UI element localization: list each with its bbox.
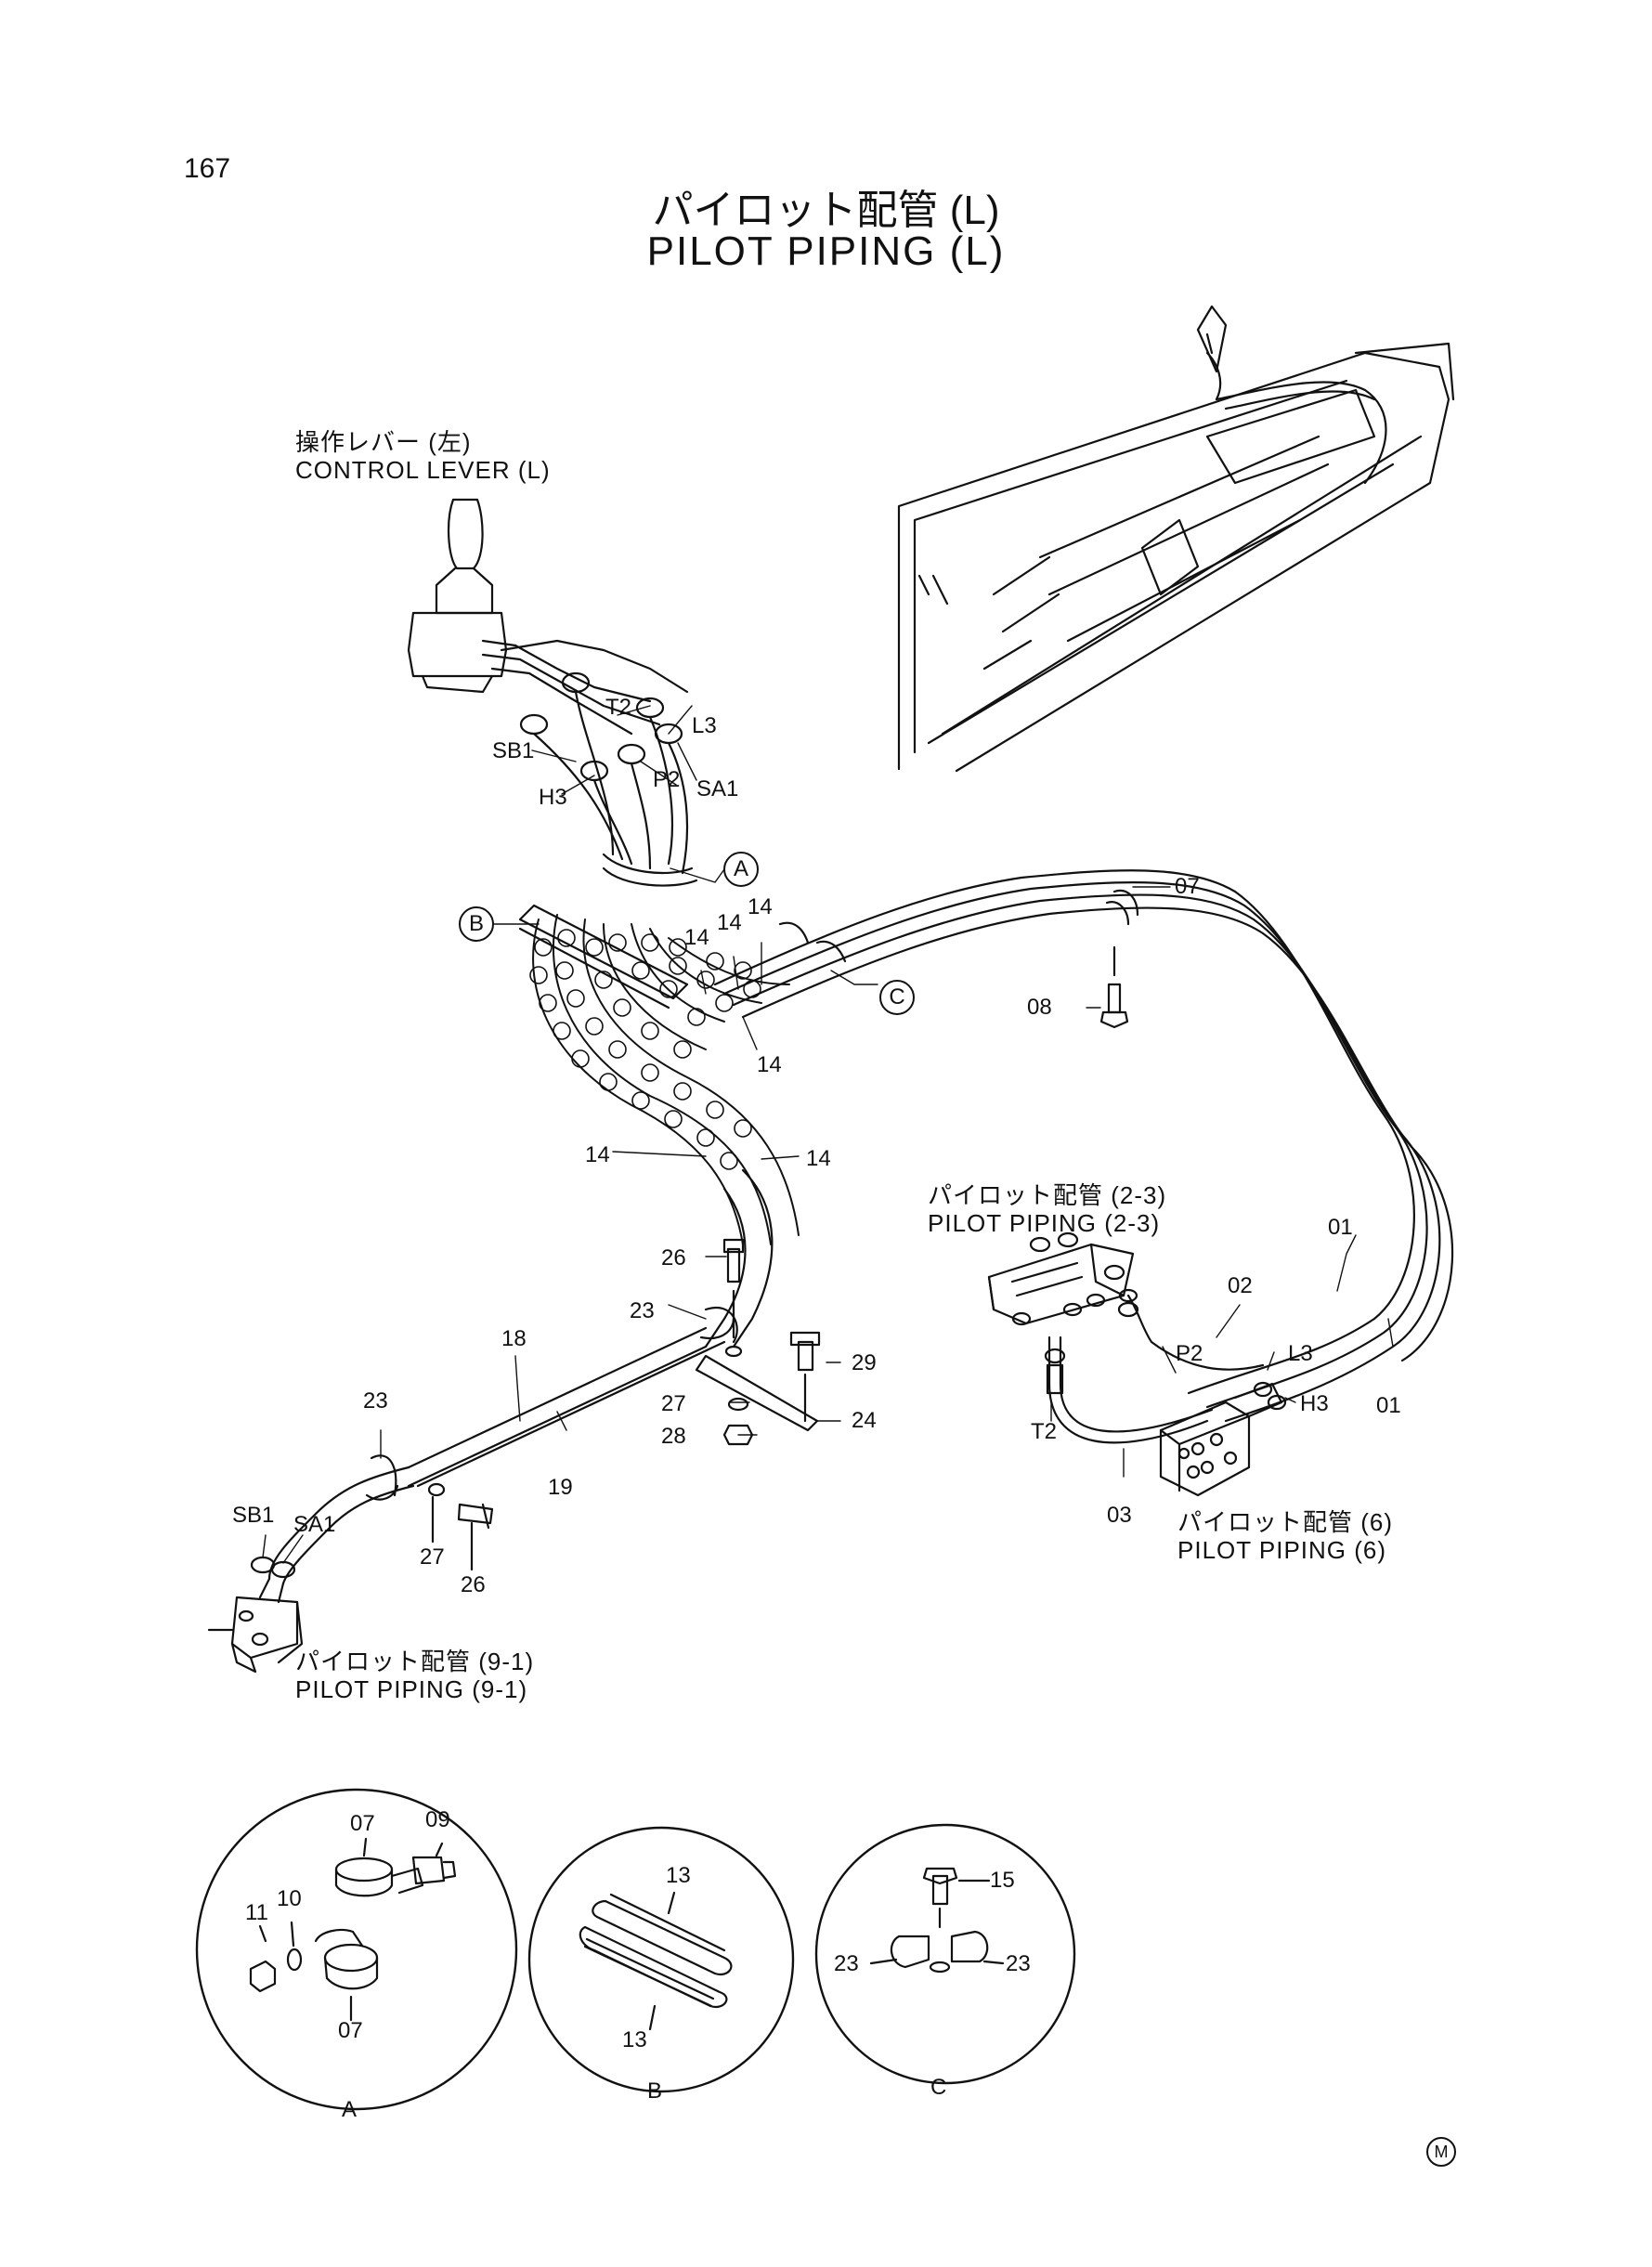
pilot-piping-2-3-caption: パイロット配管 (2-3) PILOT PIPING (2-3)	[928, 1181, 1167, 1238]
detail-a-label: A	[342, 2097, 358, 2122]
part-14-c: 14	[748, 894, 773, 919]
part-23-a: 23	[630, 1298, 655, 1323]
pilot-piping-6-drawing	[1159, 1381, 1287, 1497]
detail-c-part-15: 15	[990, 1868, 1015, 1893]
port-label-h3: H3	[539, 785, 567, 810]
control-lever-drawing	[407, 498, 689, 736]
part-27-b: 27	[420, 1544, 445, 1570]
pilot-piping-9-1-caption-jp: パイロット配管 (9-1)	[295, 1648, 535, 1675]
detail-a-part-09: 09	[425, 1807, 450, 1832]
part-08: 08	[1027, 995, 1052, 1020]
plate-b	[518, 904, 689, 1010]
part-26-b: 26	[461, 1572, 486, 1597]
callout-b: B	[459, 906, 494, 942]
part-14-a: 14	[684, 925, 709, 950]
pilot-piping-2-3-drawing	[987, 1231, 1138, 1326]
part-29: 29	[852, 1350, 877, 1375]
lever-hose-bundle	[532, 690, 689, 875]
port-label-p2: P2	[653, 767, 681, 792]
bolt-08-and-clamp-07	[1099, 945, 1129, 1029]
part-19: 19	[548, 1475, 573, 1500]
leader-lines	[262, 705, 1394, 1564]
part-14-e: 14	[585, 1142, 610, 1167]
control-lever-caption: 操作レバー (左) CONTROL LEVER (L)	[295, 428, 551, 485]
detail-c-drawing	[869, 1867, 1005, 1974]
protector-beads	[529, 929, 761, 1170]
detail-circles	[195, 1788, 1076, 2111]
part-01-a: 01	[1328, 1215, 1353, 1240]
part-28: 28	[661, 1424, 686, 1449]
valve-hoses	[1044, 1294, 1265, 1444]
part-14-f: 14	[806, 1146, 831, 1171]
port-label-p2-valve: P2	[1176, 1341, 1203, 1366]
pilot-piping-6-caption: パイロット配管 (6) PILOT PIPING (6)	[1177, 1508, 1394, 1565]
detail-c-label: C	[930, 2075, 947, 2100]
pilot-piping-9-1-caption-en: PILOT PIPING (9-1)	[295, 1674, 528, 1703]
detail-a-part-11: 11	[245, 1900, 268, 1925]
corner-mark: M	[1426, 2137, 1456, 2167]
detail-a-part-10: 10	[277, 1886, 302, 1911]
part-03: 03	[1107, 1503, 1132, 1528]
part-07: 07	[1175, 874, 1200, 899]
port-label-sb1-bottom: SB1	[232, 1503, 275, 1528]
port-label-l3-valve: L3	[1288, 1341, 1313, 1366]
pipes-18-19	[267, 1326, 726, 1585]
detail-b-label: B	[647, 2078, 663, 2104]
port-label-t2-valve: T2	[1031, 1419, 1058, 1444]
page-number: 167	[184, 153, 231, 184]
callout-a: A	[723, 852, 759, 887]
detail-a-part-07-top: 07	[350, 1811, 375, 1836]
port-label-l3: L3	[692, 713, 717, 738]
title-japanese: パイロット配管 (L)	[652, 188, 1000, 233]
pilot-piping-6-caption-en: PILOT PIPING (6)	[1177, 1535, 1387, 1564]
part-23-b: 23	[363, 1388, 388, 1414]
pilot-piping-9-1-caption: パイロット配管 (9-1) PILOT PIPING (9-1)	[295, 1648, 534, 1704]
pilot-piping-2-3-caption-jp: パイロット配管 (2-3)	[928, 1181, 1167, 1209]
clamp-23-and-plate-24	[695, 1238, 821, 1446]
port-label-sa1-bottom: SA1	[293, 1512, 336, 1537]
pilot-piping-6-caption-jp: パイロット配管 (6)	[1177, 1508, 1394, 1536]
control-lever-caption-jp: 操作レバー (左)	[295, 428, 472, 456]
detail-b-drawing	[579, 1891, 733, 2031]
port-label-h3-valve: H3	[1300, 1391, 1329, 1416]
part-01-b: 01	[1376, 1393, 1401, 1418]
machine-overview-drawing	[897, 305, 1455, 773]
main-pipes	[713, 869, 1454, 1423]
callout-c: C	[879, 980, 915, 1015]
detail-c-part-23-left: 23	[834, 1951, 859, 1976]
detail-a-part-07-bottom: 07	[338, 2018, 363, 2043]
part-14-b: 14	[717, 910, 742, 935]
pilot-piping-2-3-caption-en: PILOT PIPING (2-3)	[928, 1208, 1161, 1237]
detail-b-part-13-bottom: 13	[622, 2027, 647, 2052]
port-label-sb1: SB1	[492, 738, 535, 763]
control-lever-caption-en: CONTROL LEVER (L)	[295, 455, 551, 484]
detail-b-part-13-top: 13	[666, 1863, 691, 1888]
part-27-a: 27	[661, 1391, 686, 1416]
part-18: 18	[501, 1326, 527, 1351]
port-label-t2: T2	[605, 695, 632, 720]
part-24: 24	[852, 1408, 877, 1433]
clamp-23-lower	[365, 1454, 494, 1571]
part-02: 02	[1228, 1273, 1253, 1298]
title-english: PILOT PIPING (L)	[646, 228, 1006, 274]
part-14-d: 14	[757, 1052, 782, 1077]
part-26-a: 26	[661, 1245, 686, 1270]
port-label-sa1: SA1	[696, 776, 739, 801]
detail-c-part-23-right: 23	[1006, 1951, 1031, 1976]
detail-a-drawing	[249, 1837, 457, 2022]
